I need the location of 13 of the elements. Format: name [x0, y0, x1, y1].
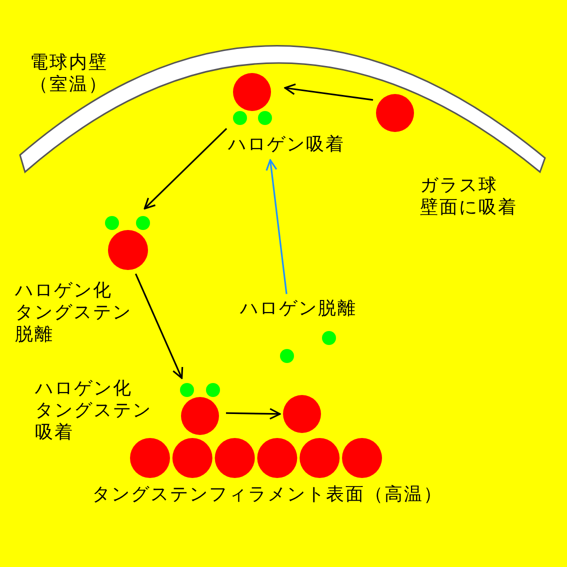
- arrow: [266, 159, 288, 294]
- annotation-label: ハロゲン化タングステン吸着: [35, 378, 152, 444]
- arrow: [284, 83, 374, 101]
- annotation-label: ガラス球壁面に吸着: [420, 175, 518, 219]
- caption-text: タングステンフィラメント表面（高温）: [92, 484, 443, 506]
- arrow: [226, 408, 281, 420]
- arrow: [134, 274, 184, 379]
- annotation-label: 電球内壁（室温）: [30, 52, 108, 96]
- node-label: ハロゲン吸着: [228, 134, 345, 156]
- arrow: [144, 128, 228, 210]
- tungsten-atom: [128, 436, 384, 480]
- node-label: ハロゲン脱離: [240, 298, 357, 320]
- caption-text: ハロゲン化タングステン脱離: [15, 280, 132, 346]
